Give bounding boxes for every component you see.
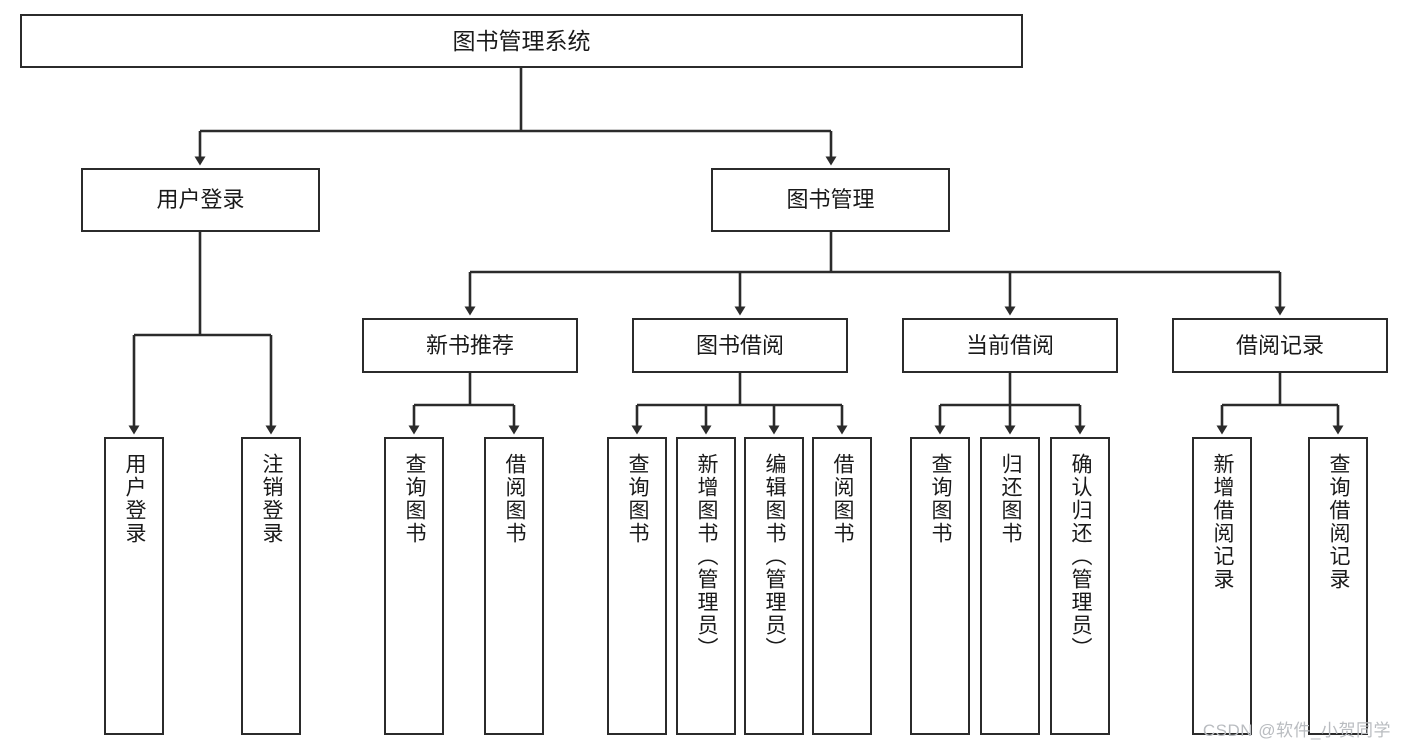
node-leaf-borrow-book-recommend[interactable]: 借阅图书 <box>484 437 544 735</box>
node-borrow-record[interactable]: 借阅记录 <box>1172 318 1388 373</box>
node-label: 用户登录 <box>123 453 147 545</box>
node-new-book-recommendation[interactable]: 新书推荐 <box>362 318 578 373</box>
node-label: 用户登录 <box>156 187 245 213</box>
node-leaf-query-book-current[interactable]: 查询图书 <box>910 437 970 735</box>
node-label: 查询图书 <box>626 453 650 545</box>
node-label: 借阅图书 <box>503 453 527 545</box>
node-leaf-add-borrow-record[interactable]: 新增借阅记录 <box>1192 437 1252 735</box>
node-leaf-user-login[interactable]: 用户登录 <box>104 437 164 735</box>
node-label: 图书借阅 <box>695 332 784 358</box>
node-label: 查询借阅记录 <box>1327 453 1351 591</box>
node-label: 图书管理 <box>786 187 875 213</box>
node-label: 借阅图书 <box>831 453 855 545</box>
node-label: 图书管理系统 <box>452 27 591 54</box>
node-label: 查询图书 <box>403 453 427 545</box>
node-label: 新增图书（管理员） <box>695 453 719 660</box>
node-label: 编辑图书（管理员） <box>763 453 787 660</box>
node-leaf-confirm-return-admin[interactable]: 确认归还（管理员） <box>1050 437 1110 735</box>
node-leaf-borrow-book[interactable]: 借阅图书 <box>812 437 872 735</box>
node-label: 查询图书 <box>929 453 953 545</box>
node-root-book-management-system[interactable]: 图书管理系统 <box>20 14 1023 68</box>
node-book-manage[interactable]: 图书管理 <box>711 168 950 232</box>
node-label: 归还图书 <box>999 453 1023 545</box>
node-current-borrow[interactable]: 当前借阅 <box>902 318 1118 373</box>
node-label: 注销登录 <box>260 453 284 545</box>
node-leaf-add-book-admin[interactable]: 新增图书（管理员） <box>676 437 736 735</box>
node-book-borrow[interactable]: 图书借阅 <box>632 318 848 373</box>
node-leaf-query-borrow-record[interactable]: 查询借阅记录 <box>1308 437 1368 735</box>
node-leaf-query-book-borrow[interactable]: 查询图书 <box>607 437 667 735</box>
node-leaf-return-book[interactable]: 归还图书 <box>980 437 1040 735</box>
node-leaf-user-logout[interactable]: 注销登录 <box>241 437 301 735</box>
node-label: 借阅记录 <box>1235 332 1324 358</box>
node-label: 新增借阅记录 <box>1211 453 1235 591</box>
node-leaf-query-book-recommend[interactable]: 查询图书 <box>384 437 444 735</box>
node-leaf-edit-book-admin[interactable]: 编辑图书（管理员） <box>744 437 804 735</box>
node-user-login[interactable]: 用户登录 <box>81 168 320 232</box>
node-label: 确认归还（管理员） <box>1069 453 1093 660</box>
node-label: 当前借阅 <box>965 332 1054 358</box>
node-label: 新书推荐 <box>425 332 514 358</box>
